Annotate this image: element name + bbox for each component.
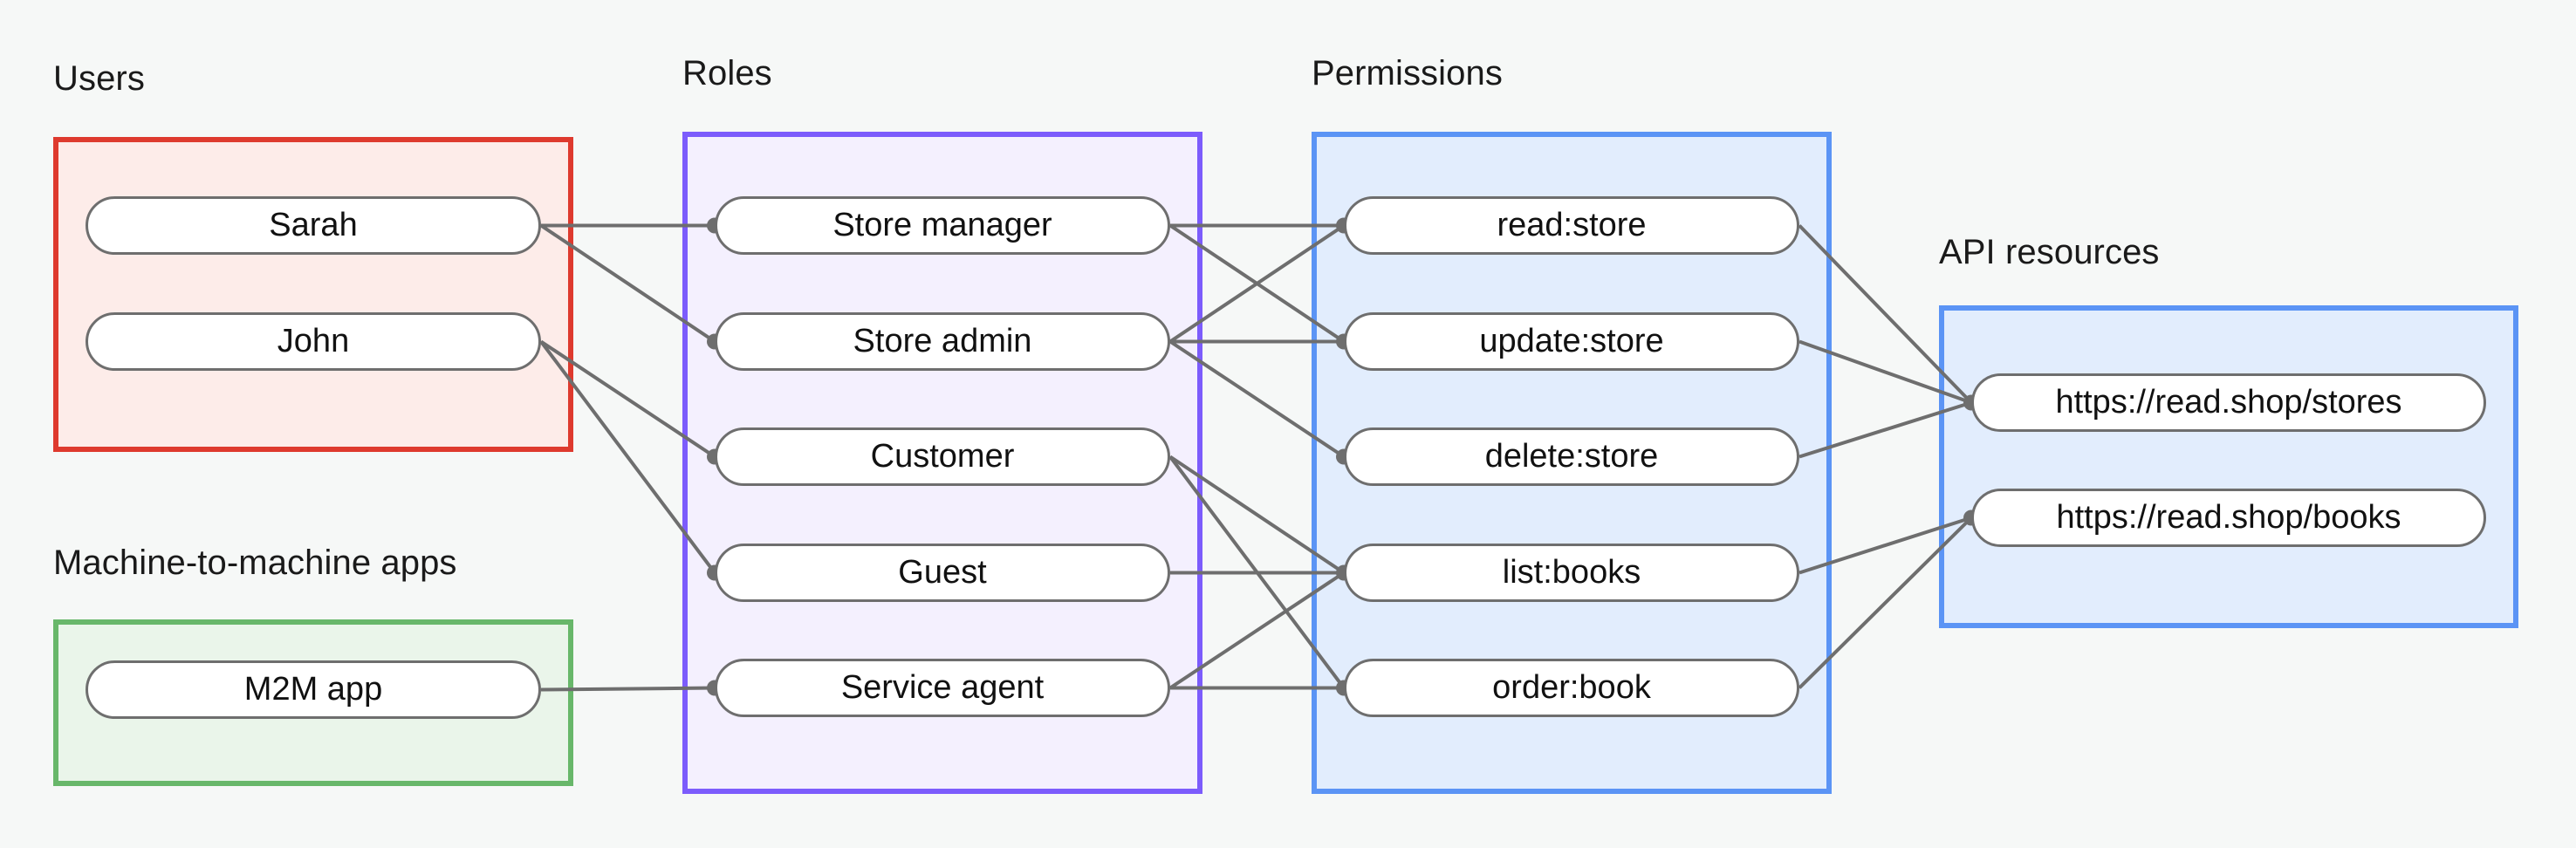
edge-svcagent-to-listbooks bbox=[1168, 571, 1346, 690]
edge-customer-to-listbooks bbox=[1168, 455, 1346, 575]
edge-updstore-to-apistores bbox=[1798, 339, 1972, 405]
edge-delstore-to-apistores bbox=[1798, 400, 1972, 459]
node-apibooks[interactable]: https://read.shop/books bbox=[1971, 489, 2486, 547]
edge-listbooks-to-apibooks bbox=[1798, 516, 1972, 575]
group-title-m2m: Machine-to-machine apps bbox=[53, 544, 457, 582]
node-storemgr[interactable]: Store manager bbox=[715, 196, 1170, 255]
node-storeadmin[interactable]: Store admin bbox=[715, 312, 1170, 371]
node-sarah[interactable]: Sarah bbox=[86, 196, 541, 255]
group-title-permissions: Permissions bbox=[1312, 54, 1503, 92]
node-readstore[interactable]: read:store bbox=[1344, 196, 1799, 255]
node-guest[interactable]: Guest bbox=[715, 544, 1170, 602]
edge-m2mapp-to-svcagent bbox=[540, 686, 716, 692]
node-orderbook[interactable]: order:book bbox=[1344, 659, 1799, 717]
node-updstore[interactable]: update:store bbox=[1344, 312, 1799, 371]
node-customer[interactable]: Customer bbox=[715, 427, 1170, 486]
edge-readstore-to-apistores bbox=[1798, 224, 1973, 404]
group-title-api: API resources bbox=[1939, 233, 2160, 271]
node-john[interactable]: John bbox=[86, 312, 541, 371]
node-apistores[interactable]: https://read.shop/stores bbox=[1971, 373, 2486, 432]
node-listbooks[interactable]: list:books bbox=[1344, 544, 1799, 602]
edge-storeadmin-to-readstore bbox=[1168, 223, 1346, 344]
edge-john-to-guest bbox=[539, 340, 716, 574]
group-title-users: Users bbox=[53, 59, 145, 98]
edge-storeadmin-to-delstore bbox=[1168, 339, 1346, 459]
group-box-users bbox=[53, 137, 573, 452]
node-delstore[interactable]: delete:store bbox=[1344, 427, 1799, 486]
node-svcagent[interactable]: Service agent bbox=[715, 659, 1170, 717]
node-m2mapp[interactable]: M2M app bbox=[86, 660, 541, 719]
edge-orderbook-to-apibooks bbox=[1798, 516, 1973, 689]
group-box-api bbox=[1939, 305, 2518, 628]
group-title-roles: Roles bbox=[682, 54, 772, 92]
edge-sarah-to-storeadmin bbox=[539, 223, 716, 344]
edge-john-to-customer bbox=[539, 339, 716, 459]
